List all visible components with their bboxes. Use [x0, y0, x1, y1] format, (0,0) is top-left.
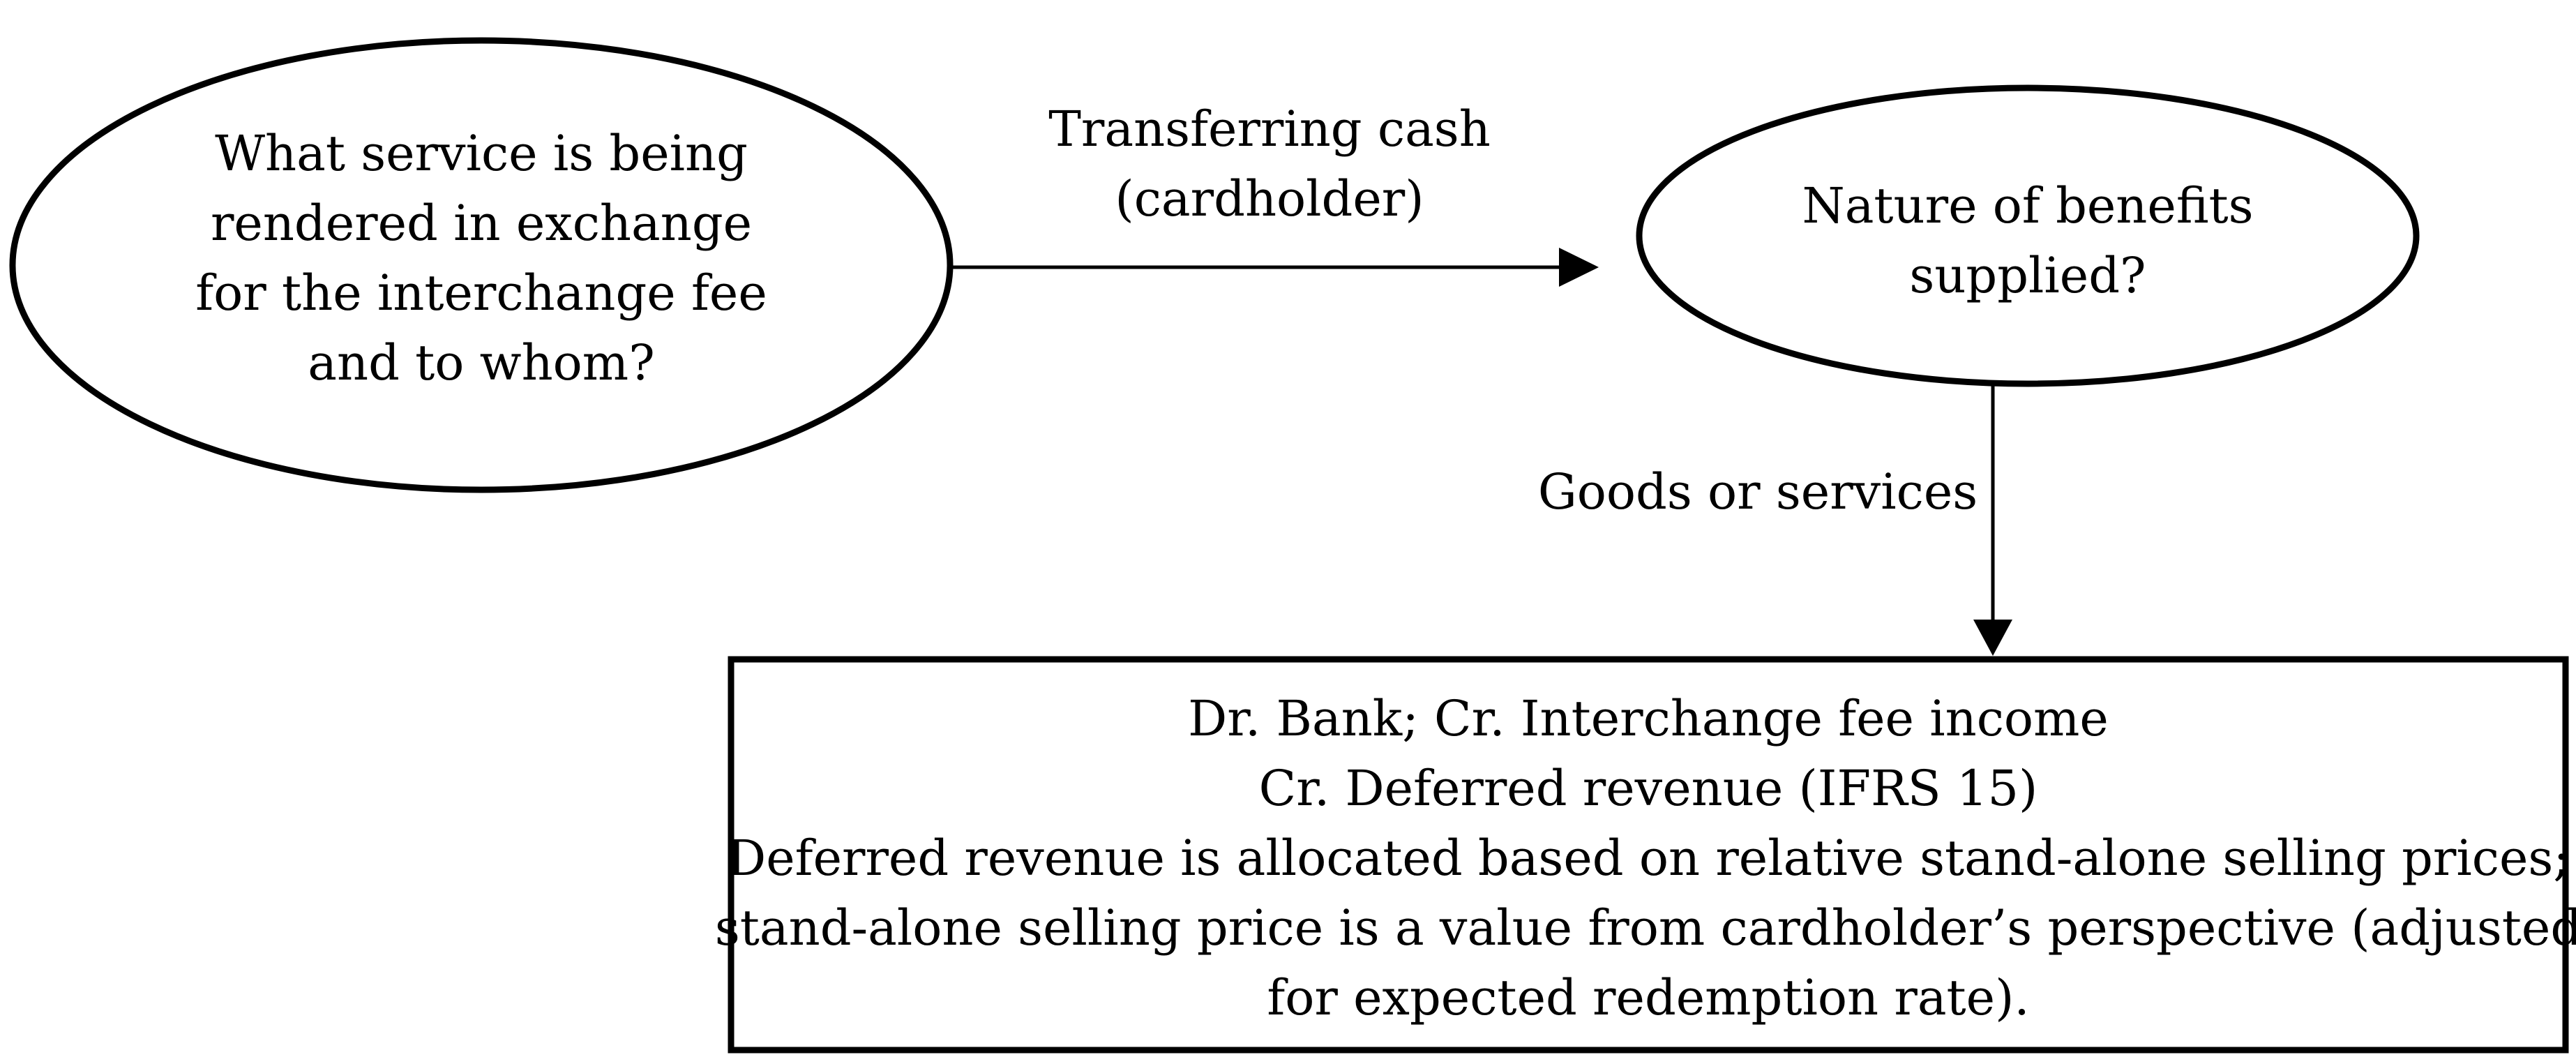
accounting-entry-line: Cr. Deferred revenue (IFRS 15)	[1258, 760, 2038, 817]
benefits-question-ellipse	[1636, 84, 2420, 387]
transferring-cash-label-line: (cardholder)	[1115, 170, 1424, 227]
service-question-line: and to whom?	[308, 334, 655, 391]
goods-or-services-arrowhead	[1973, 620, 2012, 656]
service-question-ellipse	[9, 37, 954, 493]
service-question-line: rendered in exchange	[210, 195, 753, 252]
accounting-entry-box	[728, 656, 2569, 1054]
accounting-entry-line: stand-alone selling price is a value fro…	[714, 899, 2576, 957]
accounting-entry-line: Dr. Bank; Cr. Interchange fee income	[1188, 690, 2109, 747]
goods-or-services-label: Goods or services	[1535, 457, 1981, 527]
benefits-question-line: Nature of benefits	[1802, 177, 2254, 234]
accounting-entry-line: Deferred revenue is allocated based on r…	[727, 830, 2570, 887]
accounting-entry-line: for expected redemption rate).	[1267, 969, 2030, 1026]
accounting-entry-text: Dr. Bank; Cr. Interchange fee income Cr.…	[715, 684, 2576, 1033]
benefits-question-line: supplied?	[1909, 247, 2146, 304]
transferring-cash-label: Transferring cash (cardholder)	[991, 94, 1549, 234]
service-question-text: What service is being rendered in exchan…	[133, 112, 830, 405]
service-question-line: What service is being	[215, 125, 748, 182]
benefits-question-text: Nature of benefits supplied?	[1714, 171, 2342, 310]
transferring-cash-arrowhead	[1559, 248, 1599, 287]
goods-or-services-label-line: Goods or services	[1537, 463, 1978, 520]
service-question-line: for the interchange fee	[195, 264, 767, 322]
transferring-cash-label-line: Transferring cash	[1048, 100, 1491, 158]
